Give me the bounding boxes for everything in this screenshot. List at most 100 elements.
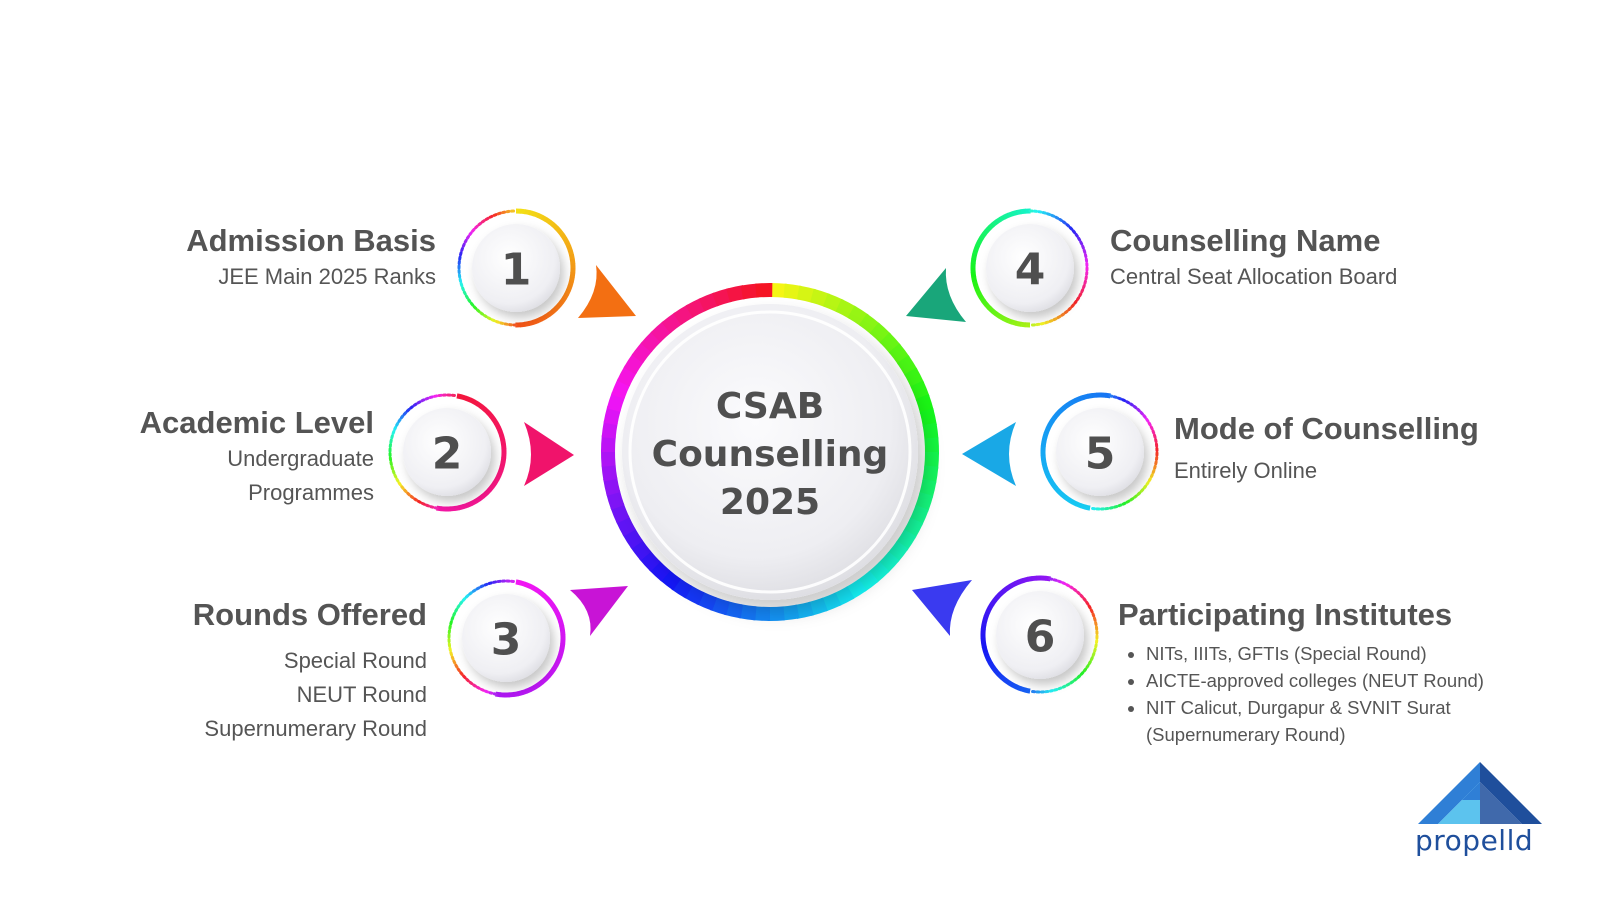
badge-ring-dash [1115,503,1123,509]
badge-ring-segment [974,288,982,296]
badge-ring-dash [447,626,452,635]
badge-ring-segment [557,651,564,658]
center-ring-segment [606,489,625,510]
badge-ring-dash [1032,209,1041,214]
badge-ring-dash [474,223,481,230]
badge-ring-dash [394,475,400,483]
badge-ring-segment [1046,475,1054,483]
badge-ring-segment [1073,396,1081,404]
badge-ring-segment [995,216,1003,224]
badge-ring-segment [525,686,533,694]
badge-2-number: 2 [432,429,463,480]
badge-ring-segment [556,616,564,623]
badge-ring-dash [389,458,393,466]
center-disc [622,304,918,600]
badge-ring-segment [1048,479,1056,487]
center-ring-segment [822,293,844,313]
badge-ring-dash [1088,506,1097,511]
badge-ring-dash [1144,481,1150,488]
badge-ring-dash [1079,240,1085,248]
badge-ring-segment [1050,482,1058,490]
badge-ring-segment [543,674,551,682]
badge-ring-segment [499,461,506,468]
badge-ring-dash [460,672,467,680]
center-ring-segment [924,437,939,455]
badge-ring-dash [465,296,472,303]
center-ring-segment [601,434,616,453]
badge-ring-dash [390,431,395,440]
badge-ring-segment [981,646,988,653]
brand-name: propelld [1415,824,1534,857]
badge-ring-dash [1046,689,1054,693]
badge-ring-dash [407,493,415,500]
badge-ring-dash [1150,469,1156,477]
center-ring-segment [857,570,879,592]
badge-ring-segment [981,299,989,307]
badge-ring-segment [559,296,567,304]
center-ring-segment [922,422,939,441]
item-4-block: Counselling Name Central Seat Allocation… [1110,222,1397,294]
arrow-2-icon [524,422,574,486]
badge-ring-dash [1083,275,1088,283]
badge-ring-segment [487,484,495,492]
badge-ring-segment [998,588,1006,596]
badge-ring-segment [976,292,984,300]
badge-ring-segment [497,430,505,437]
item-6-title: Participating Institutes [1118,597,1453,632]
badge-ring-segment [984,302,992,311]
badge-4-ring [970,208,1089,328]
badge-ring-dash [1082,279,1087,288]
item-6-bullet-2: AICTE-approved colleges (NEUT Round) [1146,667,1484,694]
badge-ring-dash [411,496,418,502]
badge-ring-dash [1058,217,1065,224]
badge-2: 2 [388,393,507,512]
badge-3: 3 [447,579,566,698]
badge-ring-dash [1084,257,1089,266]
badge-ring-dash [1050,688,1059,693]
badge-ring-dash [1055,686,1063,692]
badge-ring-dash [1032,322,1041,327]
center-ring-segment [610,502,630,524]
badge-ring-dash [1082,597,1089,604]
badge-ring-segment [527,583,535,591]
arrow-5-icon [962,422,1016,486]
badge-ring-segment [1045,423,1053,431]
badge-ring-segment [1003,678,1011,686]
center-line-2: Counselling [652,434,889,475]
item-3-line-3: Supernumerary Round [204,716,427,741]
badge-ring-dash [1083,253,1088,261]
badge-ring-dash [1146,477,1152,485]
badge-ring-dash [395,419,401,427]
badge-ring-segment [551,222,559,230]
item-6-block: Participating Institutes NITs, IIITs, GF… [1118,596,1484,748]
badge-ring-segment [569,272,576,278]
badge-ring-segment [528,319,535,326]
badge-ring-segment [978,295,986,303]
badge-ring-segment [519,580,526,587]
badge-ring-dash [428,394,437,399]
badge-ring-segment [987,222,996,230]
badge-ring-segment [479,404,487,412]
arrow-1-icon [578,265,636,318]
badge-ring-segment [500,457,507,463]
badge-ring-segment [543,312,551,320]
badge-ring-dash [1094,621,1098,629]
badge-ring-dash [461,595,468,602]
center-ring-segment [858,313,881,335]
center-ring-segment [755,283,773,298]
badge-ring-segment [496,469,504,477]
badge-ring-dash [389,436,394,444]
propelld-logo-icon [1418,762,1542,824]
badge-ring-segment [566,245,573,252]
center-ring-segment [783,283,802,300]
arrow-6-icon [912,580,972,636]
badge-ring-segment [1062,402,1070,410]
badge-ring-dash [1091,612,1097,620]
badge-ring-segment [532,318,539,325]
badge-ring-segment [453,505,460,512]
badge-1-number: 1 [501,245,532,296]
badge-ring-segment [559,643,566,649]
badge-ring-dash [1050,213,1058,219]
